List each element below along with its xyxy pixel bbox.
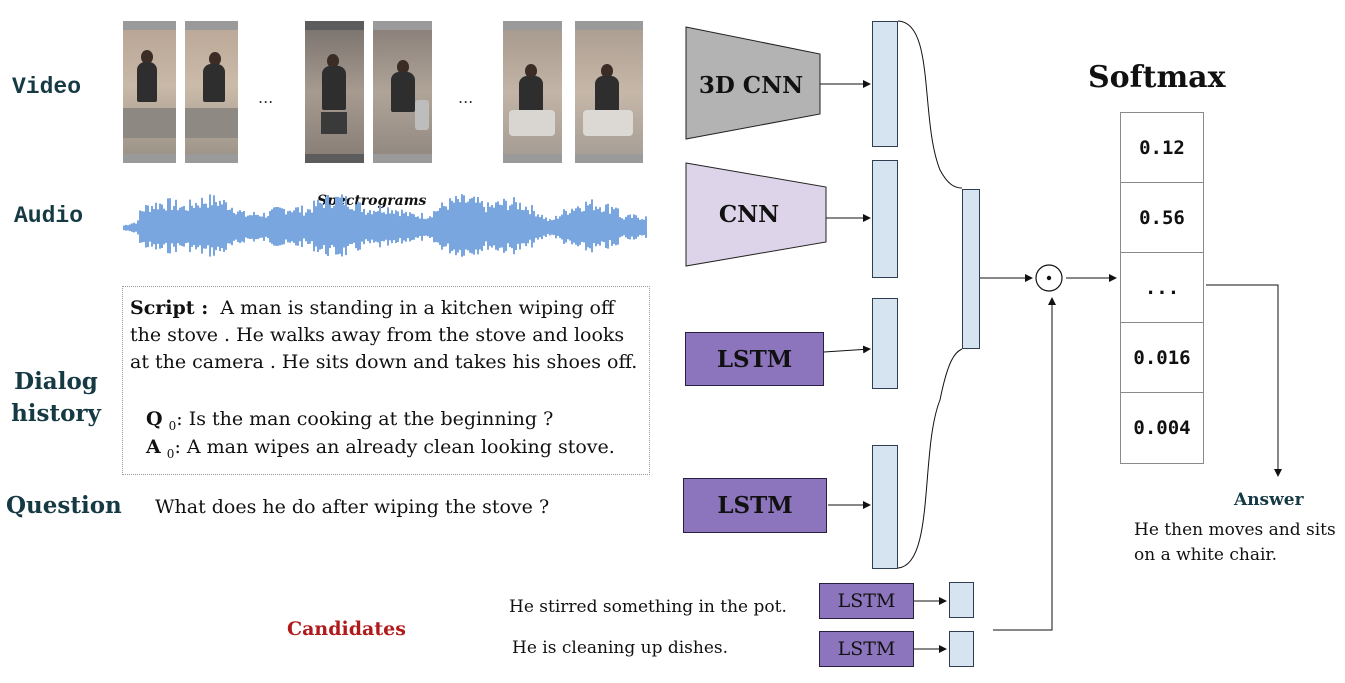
softmax-cell-4: 0.016 <box>1121 323 1203 393</box>
softmax-column: 0.12 0.56 ... 0.016 0.004 <box>1120 112 1204 464</box>
q0-text: : Is the man cooking at the beginning ? <box>176 408 554 430</box>
dialog-a0: A 0: A man wipes an already clean lookin… <box>146 434 646 468</box>
arrow-lstm-dialog <box>823 345 871 354</box>
encoder-3dcnn-shape <box>685 26 821 140</box>
answer-line-2: on a white chair. <box>1134 545 1278 565</box>
script-label: Script : <box>130 297 209 319</box>
a0-label: A <box>146 436 161 458</box>
feature-bar-video <box>872 21 898 147</box>
audio-waveform <box>123 194 647 257</box>
encoder-lstm-question: LSTM <box>683 478 827 533</box>
row-label-candidates: Candidates <box>287 618 406 640</box>
answer-text: He then moves and sits on a white chair. <box>1134 518 1336 568</box>
softmax-cell-3: ... <box>1121 253 1203 323</box>
video-frame-2 <box>185 21 238 163</box>
fused-feature-bar <box>962 189 980 349</box>
a0-text: : A man wipes an already clean looking s… <box>174 436 615 458</box>
video-ellipsis-1: ... <box>258 88 274 107</box>
row-label-question: Question <box>6 492 122 519</box>
encoder-lstm-candidate-2: LSTM <box>819 631 914 667</box>
script-text: A man is standing in a kitchen wiping of… <box>130 297 638 373</box>
row-label-dialog-line-2: history <box>11 400 101 427</box>
video-frame-3 <box>305 21 364 163</box>
arrow-candidate-to-dot <box>993 297 1056 631</box>
fusion-brace-bottom <box>897 348 963 569</box>
row-label-audio: Audio <box>14 203 84 229</box>
question-text: What does he do after wiping the stove ? <box>155 496 550 518</box>
video-frame-1 <box>123 21 176 163</box>
answer-title: Answer <box>1234 490 1304 510</box>
feature-bar-audio <box>872 160 898 278</box>
encoder-lstm-dialog: LSTM <box>685 332 824 386</box>
encoder-cnn-label: CNN <box>718 200 780 228</box>
video-frame-6 <box>575 21 643 163</box>
video-ellipsis-2: ... <box>458 88 474 107</box>
candidate-1-text: He stirred something in the pot. <box>509 597 787 617</box>
softmax-cell-1: 0.12 <box>1121 113 1203 183</box>
softmax-cell-2: 0.56 <box>1121 183 1203 253</box>
feature-bar-question <box>872 445 898 569</box>
spectrogram-caption: Spectrograms <box>317 193 427 209</box>
answer-line-1: He then moves and sits <box>1134 520 1336 540</box>
encoder-cnn-shape <box>685 162 827 267</box>
video-frame-4 <box>373 21 432 163</box>
arrow-softmax-to-answer <box>1206 284 1282 477</box>
dialog-q0: Q 0: Is the man cooking at the beginning… <box>146 406 646 440</box>
encoder-3dcnn-label: 3D CNN <box>698 71 804 99</box>
dialog-history-box: Script : A man is standing in a kitchen … <box>122 286 650 475</box>
q0-label: Q <box>146 408 163 430</box>
q0-subscript: 0 <box>168 418 177 433</box>
video-frame-5 <box>503 21 562 163</box>
dot-product-center <box>1046 275 1052 281</box>
fusion-brace-top <box>897 20 963 189</box>
row-label-video: Video <box>12 74 82 100</box>
row-label-dialog-line-1: Dialog <box>14 368 98 395</box>
softmax-cell-5: 0.004 <box>1133 417 1191 439</box>
feature-bar-dialog <box>872 298 898 389</box>
encoder-lstm-candidate-1: LSTM <box>819 583 914 619</box>
feature-bar-candidate-2 <box>949 631 974 667</box>
a0-subscript: 0 <box>166 446 175 461</box>
softmax-title: Softmax <box>1088 60 1226 95</box>
candidate-2-text: He is cleaning up dishes. <box>512 638 729 658</box>
row-label-dialog-history: Dialog history <box>6 366 106 430</box>
feature-bar-candidate-1 <box>949 582 974 618</box>
script-paragraph: Script : A man is standing in a kitchen … <box>130 295 646 376</box>
